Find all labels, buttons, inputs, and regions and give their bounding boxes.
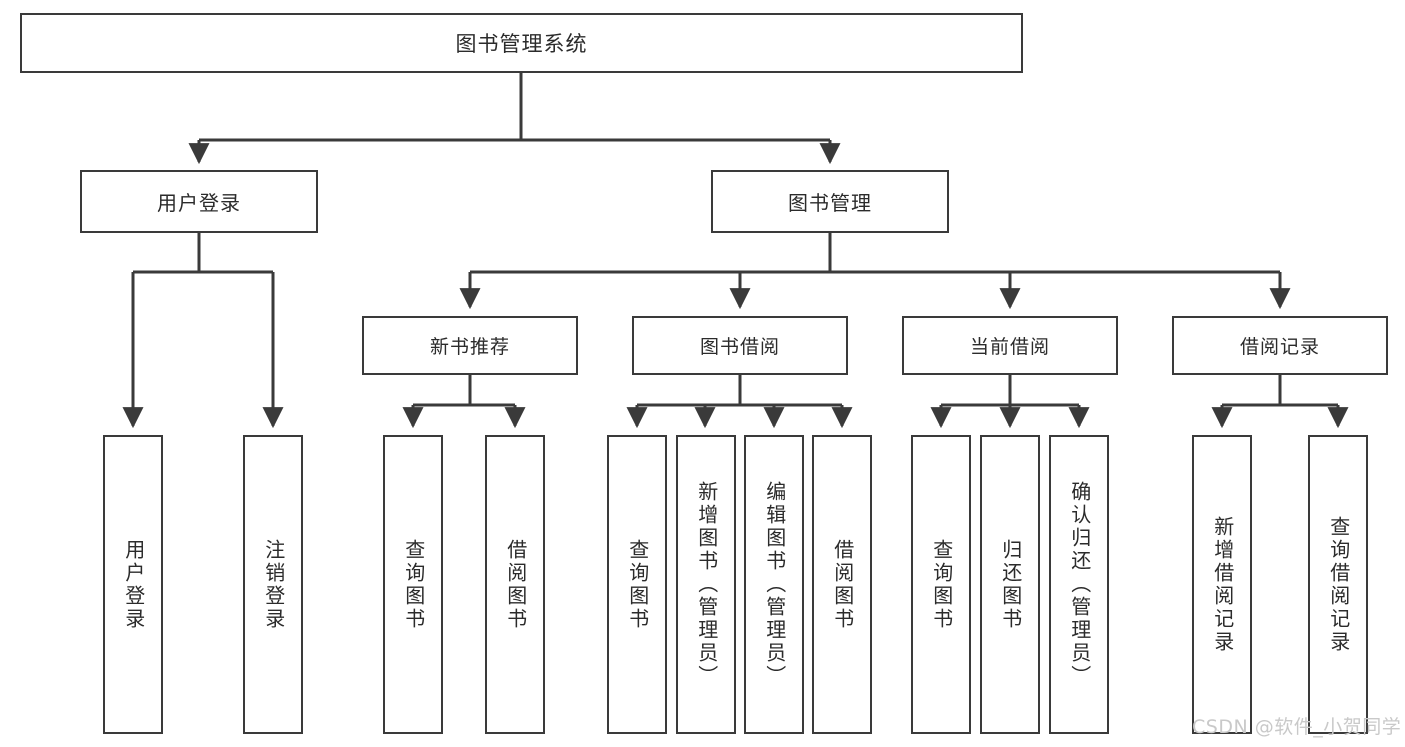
- node-label: 编辑图书（管理员）: [762, 481, 787, 688]
- node-label: 归还图书: [998, 538, 1023, 631]
- node-leaf-add-book[interactable]: 新增图书（管理员）: [676, 435, 736, 734]
- node-leaf-query-book-2[interactable]: 查询图书: [607, 435, 667, 734]
- node-leaf-query-record[interactable]: 查询借阅记录: [1308, 435, 1368, 734]
- node-label: 借阅图书: [830, 538, 855, 631]
- node-label: 查询借阅记录: [1326, 515, 1351, 654]
- node-user-login[interactable]: 用户登录: [80, 170, 318, 233]
- node-label: 注销登录: [261, 538, 286, 631]
- node-label: 确认归还（管理员）: [1067, 481, 1092, 688]
- node-book-management[interactable]: 图书管理: [711, 170, 949, 233]
- node-label: 借阅记录: [1239, 336, 1320, 358]
- node-current-borrow[interactable]: 当前借阅: [902, 316, 1118, 375]
- node-label: 查询图书: [929, 538, 954, 631]
- node-leaf-user-login[interactable]: 用户登录: [103, 435, 163, 734]
- node-label: 用户登录: [157, 191, 241, 215]
- node-borrow-record[interactable]: 借阅记录: [1172, 316, 1388, 375]
- node-label: 借阅图书: [503, 538, 528, 631]
- node-label: 图书借阅: [699, 336, 780, 358]
- node-leaf-return-book[interactable]: 归还图书: [980, 435, 1040, 734]
- node-label: 图书管理系统: [455, 32, 588, 56]
- node-label: 新增图书（管理员）: [694, 481, 719, 688]
- node-leaf-confirm-return[interactable]: 确认归还（管理员）: [1049, 435, 1109, 734]
- node-leaf-query-book-1[interactable]: 查询图书: [383, 435, 443, 734]
- node-leaf-borrow-book-1[interactable]: 借阅图书: [485, 435, 545, 734]
- node-label: 图书管理: [788, 191, 872, 215]
- node-leaf-edit-book[interactable]: 编辑图书（管理员）: [744, 435, 804, 734]
- watermark: CSDN @软件_小贺同学: [1192, 716, 1402, 738]
- node-label: 新增借阅记录: [1210, 515, 1235, 654]
- node-label: 新书推荐: [429, 336, 510, 358]
- node-new-book-recommend[interactable]: 新书推荐: [362, 316, 578, 375]
- node-label: 当前借阅: [969, 336, 1050, 358]
- node-leaf-query-book-3[interactable]: 查询图书: [911, 435, 971, 734]
- node-label: 用户登录: [121, 538, 146, 631]
- node-label: 查询图书: [625, 538, 650, 631]
- node-leaf-borrow-book-2[interactable]: 借阅图书: [812, 435, 872, 734]
- node-root-system[interactable]: 图书管理系统: [20, 13, 1023, 73]
- node-leaf-logout[interactable]: 注销登录: [243, 435, 303, 734]
- node-label: 查询图书: [401, 538, 426, 631]
- node-book-borrow[interactable]: 图书借阅: [632, 316, 848, 375]
- node-leaf-add-record[interactable]: 新增借阅记录: [1192, 435, 1252, 734]
